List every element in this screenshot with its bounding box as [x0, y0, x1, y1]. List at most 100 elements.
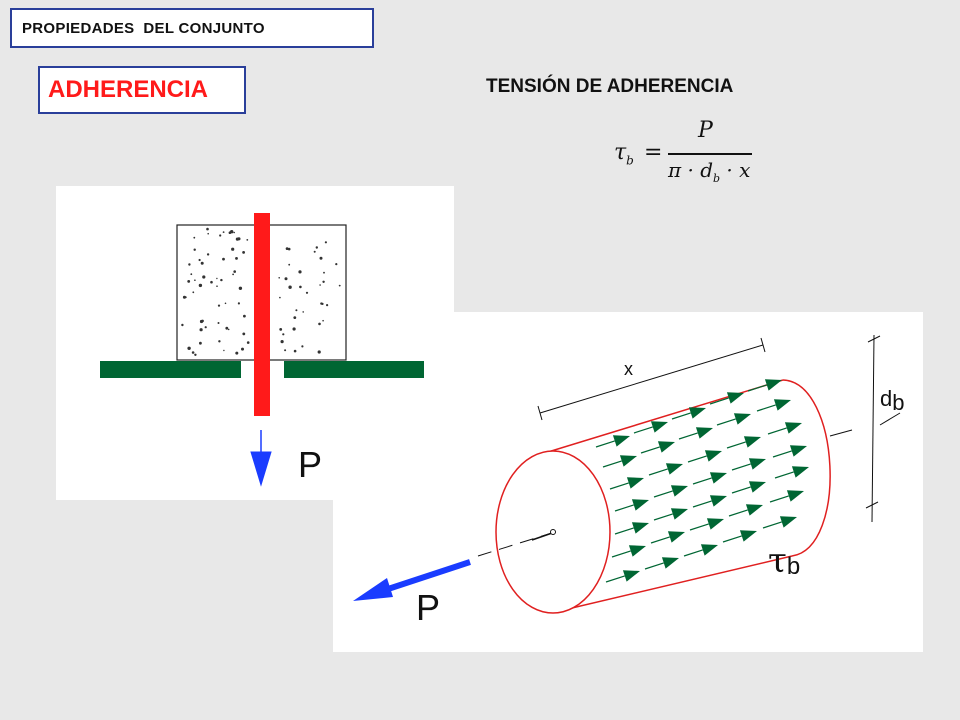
bond-stress-formula: τb = P π · db · x	[610, 118, 760, 190]
aggregate-dot	[190, 273, 193, 276]
bar-load-arrow-shaft	[384, 559, 471, 593]
aggregate-dot	[210, 280, 213, 284]
stress-arrow-shaft	[602, 460, 622, 468]
stress-arrow-shaft	[731, 463, 751, 471]
topic-label: ADHERENCIA	[48, 76, 209, 103]
formula-denominator: π · db · x	[668, 158, 751, 185]
stress-arrow-head	[626, 477, 644, 489]
stress-arrow-shaft	[774, 471, 794, 479]
stress-arrow-head	[786, 490, 804, 502]
stress-arrow-shaft	[611, 550, 631, 558]
aggregate-dot	[216, 285, 218, 288]
aggregate-dot	[198, 283, 203, 288]
aggregate-dot	[323, 271, 325, 274]
aggregate-dot	[217, 304, 221, 307]
aggregate-dot	[194, 353, 197, 356]
aggregate-dot	[227, 328, 230, 331]
bond-stress-arrows	[595, 379, 809, 583]
stress-arrow-head	[628, 545, 646, 557]
stress-arrow-head	[709, 495, 727, 507]
aggregate-dot	[242, 332, 246, 336]
aggregate-dot	[293, 316, 297, 319]
pullout-load-label: P	[298, 444, 322, 485]
stress-arrow-shaft	[687, 455, 707, 463]
aggregate-dot	[279, 328, 283, 331]
aggregate-dot	[225, 326, 229, 330]
aggregate-dot	[206, 253, 210, 256]
aggregate-dot	[231, 247, 235, 251]
stress-arrow-head	[789, 445, 807, 457]
rebar	[254, 213, 270, 416]
aggregate-dot	[192, 291, 195, 294]
aggregate-dot	[199, 341, 202, 345]
stress-arrow-head	[704, 450, 722, 462]
stress-arrow-shaft	[644, 562, 664, 570]
load-arrow-head	[250, 451, 272, 487]
aggregate-dot	[298, 270, 302, 274]
aggregate-dot	[282, 333, 285, 336]
diameter-tick-bottom	[865, 501, 879, 509]
cylinder-top-edge	[547, 379, 784, 453]
aggregate-dot	[319, 256, 323, 260]
aggregate-dot	[295, 309, 298, 312]
section-label-box: PROPIEDADES DEL CONJUNTO	[10, 8, 374, 48]
stress-arrow-head	[688, 407, 706, 419]
stress-arrow-shaft	[614, 504, 634, 512]
stress-arrow-shaft	[689, 523, 709, 531]
aggregate-dot	[187, 346, 191, 350]
aggregate-dot	[207, 232, 209, 235]
stress-arrow-shaft	[728, 509, 748, 517]
aggregate-dot	[301, 345, 304, 348]
axis-extension	[829, 429, 853, 437]
stress-arrow-shaft	[653, 490, 673, 498]
stress-arrow-head	[748, 458, 766, 470]
axis-center-point	[550, 529, 556, 535]
aggregate-dot	[299, 285, 302, 289]
aggregate-dot	[237, 302, 240, 305]
stress-arrow-head	[667, 531, 685, 543]
formula-numerator: P	[698, 118, 713, 143]
cylinder-bottom-edge	[554, 555, 793, 613]
support-plate-left	[100, 361, 241, 378]
stress-arrow-head	[631, 499, 649, 511]
stress-arrow-head	[700, 544, 718, 556]
aggregate-dot	[232, 273, 235, 276]
stress-arrow-shaft	[683, 549, 703, 557]
bar-element-diagram: P x db τb	[353, 334, 905, 628]
aggregate-dot	[216, 277, 218, 280]
aggregate-dot	[288, 285, 292, 289]
stress-arrow-shaft	[633, 426, 653, 434]
stress-arrow-shaft	[767, 427, 787, 435]
stress-arrow-head	[791, 466, 809, 478]
aggregate-dot	[319, 284, 321, 286]
aggregate-dot	[181, 323, 184, 327]
stress-arrow-shaft	[769, 495, 789, 503]
diameter-label: db	[880, 386, 905, 415]
aggregate-dot	[317, 350, 321, 354]
pullout-test-diagram: P	[100, 213, 424, 487]
aggregate-dot	[201, 319, 204, 323]
length-tick-left	[537, 405, 543, 421]
aggregate-dot	[223, 349, 225, 352]
stress-arrow-head	[709, 472, 727, 484]
stress-arrow-shaft	[650, 536, 670, 544]
aggregate-dot	[246, 239, 249, 241]
stress-arrow-shaft	[747, 384, 767, 392]
stress-arrow-head	[661, 557, 679, 569]
concrete-aggregate-dots	[181, 227, 341, 356]
aggregate-dot	[293, 349, 297, 353]
aggregate-dot	[318, 322, 321, 326]
aggregate-dot	[191, 351, 195, 354]
aggregate-dot	[335, 263, 338, 266]
section-label: PROPIEDADES DEL CONJUNTO	[22, 19, 265, 37]
cylinder-far-end	[782, 379, 831, 557]
aggregate-dot	[233, 270, 236, 273]
bar-load-arrow-head	[353, 578, 393, 601]
aggregate-dot	[187, 280, 191, 283]
aggregate-dot	[242, 251, 246, 254]
stress-arrow-shaft	[609, 482, 629, 490]
stress-arrow-shaft	[722, 535, 742, 543]
aggregate-dot	[222, 231, 225, 234]
stress-arrow-head	[743, 436, 761, 448]
